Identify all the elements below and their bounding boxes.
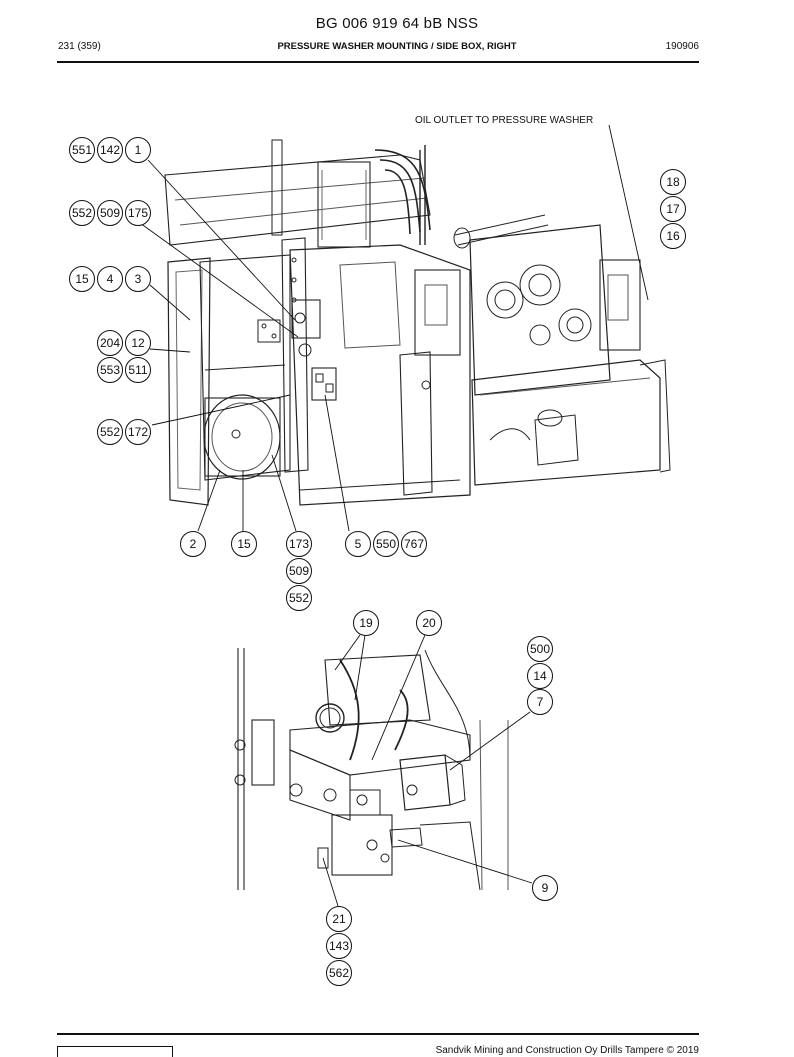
part-balloon-2: 2: [180, 531, 206, 557]
footer-rule: [57, 1033, 699, 1035]
header-rule: [57, 61, 699, 63]
part-balloon-553: 553: [97, 357, 123, 383]
part-balloon-14: 14: [527, 663, 553, 689]
page-number: 231 (359): [58, 41, 101, 52]
part-balloon-173: 173: [286, 531, 312, 557]
part-balloon-4: 4: [97, 266, 123, 292]
part-balloon-767: 767: [401, 531, 427, 557]
part-balloon-20: 20: [416, 610, 442, 636]
part-balloon-562: 562: [326, 960, 352, 986]
part-balloon-175: 175: [125, 200, 151, 226]
part-balloon-552: 552: [69, 200, 95, 226]
part-balloon-500: 500: [527, 636, 553, 662]
part-balloon-21: 21: [326, 906, 352, 932]
section-title: PRESSURE WASHER MOUNTING / SIDE BOX, RIG…: [277, 41, 517, 52]
part-balloon-142: 142: [97, 137, 123, 163]
part-balloon-16: 16: [660, 223, 686, 249]
part-balloon-15: 15: [231, 531, 257, 557]
part-balloon-509: 509: [97, 200, 123, 226]
part-balloon-19: 19: [353, 610, 379, 636]
company-logo: [57, 1046, 173, 1057]
date-code: 190906: [665, 41, 699, 52]
part-balloon-12: 12: [125, 330, 151, 356]
part-balloon-511: 511: [125, 357, 151, 383]
part-balloon-552: 552: [97, 419, 123, 445]
document-title: BG 006 919 64 bB NSS: [315, 15, 479, 32]
part-balloon-18: 18: [660, 169, 686, 195]
part-balloon-5: 5: [345, 531, 371, 557]
part-balloon-550: 550: [373, 531, 399, 557]
part-balloon-509: 509: [286, 558, 312, 584]
part-balloon-552: 552: [286, 585, 312, 611]
part-balloon-17: 17: [660, 196, 686, 222]
part-balloon-551: 551: [69, 137, 95, 163]
part-balloon-172: 172: [125, 419, 151, 445]
part-balloon-1: 1: [125, 137, 151, 163]
part-balloon-204: 204: [97, 330, 123, 356]
part-balloon-15: 15: [69, 266, 95, 292]
part-balloon-143: 143: [326, 933, 352, 959]
oil-outlet-label: OIL OUTLET TO PRESSURE WASHER: [415, 115, 594, 126]
footer-copyright: Sandvik Mining and Construction Oy Drill…: [435, 1045, 699, 1056]
part-balloon-3: 3: [125, 266, 151, 292]
part-balloon-9: 9: [532, 875, 558, 901]
part-balloon-7: 7: [527, 689, 553, 715]
